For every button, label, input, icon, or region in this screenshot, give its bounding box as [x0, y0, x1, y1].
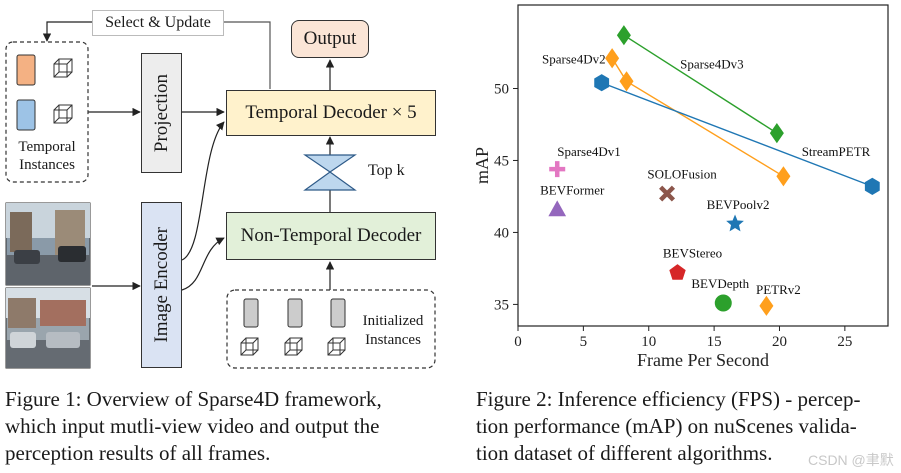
caption-line: tion dataset of different algorithms.	[476, 441, 773, 465]
data-point	[759, 295, 774, 316]
orange-instance	[16, 54, 36, 86]
watermark: CSDN @聿默	[808, 452, 894, 468]
series-label: StreamPETR	[802, 144, 871, 159]
series-label: Sparse4Dv2	[542, 51, 606, 66]
data-point	[669, 264, 686, 280]
y-tick-label: 45	[494, 153, 509, 169]
x-tick-label: 25	[837, 334, 852, 350]
y-tick-label: 40	[494, 225, 509, 241]
output-box: Output	[291, 20, 369, 58]
point-label: BEVFormer	[540, 182, 605, 197]
series-point	[776, 166, 791, 187]
y-axis-label: mAP	[472, 147, 492, 184]
data-point	[549, 161, 566, 178]
y-tick-label: 35	[494, 297, 509, 313]
point-label: PETRv2	[756, 282, 801, 297]
series-point	[619, 71, 634, 92]
series-point	[864, 177, 880, 195]
figure-1-connectors	[5, 21, 436, 369]
caption-line: Figure 2: Inference efficiency (FPS) - p…	[476, 387, 861, 411]
series-line	[601, 82, 873, 188]
initialized-instance-bars	[243, 298, 346, 328]
series-line	[611, 57, 784, 177]
blue-instance	[16, 99, 36, 131]
cube-icon	[284, 337, 303, 356]
x-tick-label: 0	[514, 334, 522, 350]
camera-image-top	[5, 202, 91, 286]
cube-icon	[327, 337, 346, 356]
image-encoder-box: Image Encoder	[141, 202, 182, 368]
caption-line: which input mutli-view video and output …	[5, 414, 380, 438]
cube-icon	[240, 337, 259, 356]
top-k-hourglass-icon	[303, 154, 357, 191]
x-tick-label: 10	[641, 334, 656, 350]
series-point	[616, 25, 631, 46]
caption-line: perception results of all frames.	[5, 441, 271, 465]
cube-icon	[53, 104, 73, 124]
figure-1-caption: Figure 1: Overview of Sparse4D framework…	[5, 386, 445, 467]
temporal-instances-box	[5, 41, 89, 183]
caption-line: tion performance (mAP) on nuScenes valid…	[476, 414, 857, 438]
caption-line: Figure 1: Overview of Sparse4D framework…	[5, 387, 382, 411]
figure-2-caption: Figure 2: Inference efficiency (FPS) - p…	[476, 386, 896, 467]
series-line	[623, 34, 778, 134]
data-point	[659, 185, 676, 202]
initialized-instances-box	[226, 289, 436, 369]
series-point	[769, 123, 784, 144]
series-label: Sparse4Dv3	[680, 56, 744, 71]
plot-frame	[517, 4, 889, 327]
x-tick-label: 15	[707, 334, 722, 350]
select-update-label: Select & Update	[92, 10, 224, 36]
projection-box: Projection	[141, 53, 182, 173]
cube-icon	[53, 58, 73, 78]
temporal-instances-label: Temporal Instances	[18, 139, 76, 173]
data-point	[726, 214, 744, 232]
point-label: BEVPoolv2	[707, 197, 770, 212]
top-k-label: Top k	[368, 162, 405, 179]
series-point	[594, 74, 610, 92]
point-label: SOLOFusion	[647, 167, 717, 182]
temporal-decoder-box: Temporal Decoder × 5	[226, 90, 436, 136]
initialized-instances-label: Initialized Instances	[362, 313, 424, 348]
data-point	[548, 200, 567, 217]
x-tick-label: 5	[580, 334, 588, 350]
x-tick-label: 20	[772, 334, 787, 350]
data-point	[714, 294, 732, 312]
point-label: Sparse4Dv1	[557, 144, 621, 159]
point-label: BEVStereo	[663, 246, 722, 261]
figure-1: Select & Update Output Projection Tempor…	[0, 0, 450, 465]
camera-image-bottom	[5, 287, 91, 369]
point-label: BEVDepth	[691, 276, 749, 291]
x-axis-label: Frame Per Second	[637, 350, 769, 370]
non-temporal-decoder-box: Non-Temporal Decoder	[226, 212, 436, 260]
y-tick-label: 50	[494, 81, 509, 97]
series-point	[605, 48, 620, 69]
